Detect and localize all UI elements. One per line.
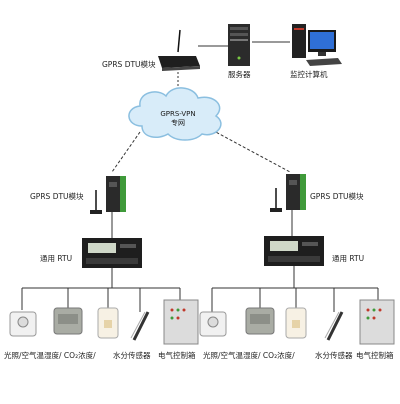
left-co2-sensor [97, 307, 119, 339]
right-air-temp-humidity-sensor [245, 307, 275, 335]
top-dtu-label: GPRS DTU模块 [102, 60, 156, 69]
right-rtu-label: 通用 RTU [332, 254, 365, 263]
left-air-temp-humidity-sensor [53, 307, 83, 335]
left-dtu-module [90, 176, 126, 214]
left-dtu-label: GPRS DTU模块 [30, 192, 84, 201]
right-sensors-label: 光照/空气温湿度/ CO₂浓度/ [203, 351, 295, 360]
right-co2-sensor [285, 307, 307, 339]
gprs-vpn-cloud [128, 87, 222, 141]
left-light-sensor [9, 311, 37, 337]
connection-lines [21, 41, 379, 312]
monitor-computer-icon [292, 24, 342, 66]
right-light-sensor [199, 311, 227, 337]
left-electric-cabinet [163, 299, 199, 345]
right-dtu-module [270, 174, 306, 212]
left-rtu-label: 通用 RTU [40, 254, 73, 263]
right-dtu-label: GPRS DTU模块 [310, 192, 364, 201]
right-water-sensor [324, 311, 344, 341]
cloud-label-line2: 专网 [171, 119, 185, 127]
left-water-sensor-label: 水分传感器 [113, 351, 151, 360]
right-water-sensor-label: 水分传感器 [315, 351, 353, 360]
left-cabinet-label: 电气控制箱 [158, 351, 196, 360]
top-dtu-router [158, 29, 200, 71]
cloud-label-line1: GPRS-VPN [160, 110, 196, 118]
monitor-computer-label: 监控计算机 [290, 70, 328, 79]
right-cabinet-label: 电气控制箱 [356, 351, 394, 360]
server-icon [228, 24, 250, 66]
left-rtu [82, 238, 142, 268]
server-label: 服务器 [228, 70, 251, 79]
left-sensors-label: 光照/空气温湿度/ CO₂浓度/ [4, 351, 96, 360]
right-rtu [264, 236, 324, 266]
left-water-sensor [130, 311, 150, 341]
right-electric-cabinet [359, 299, 395, 345]
